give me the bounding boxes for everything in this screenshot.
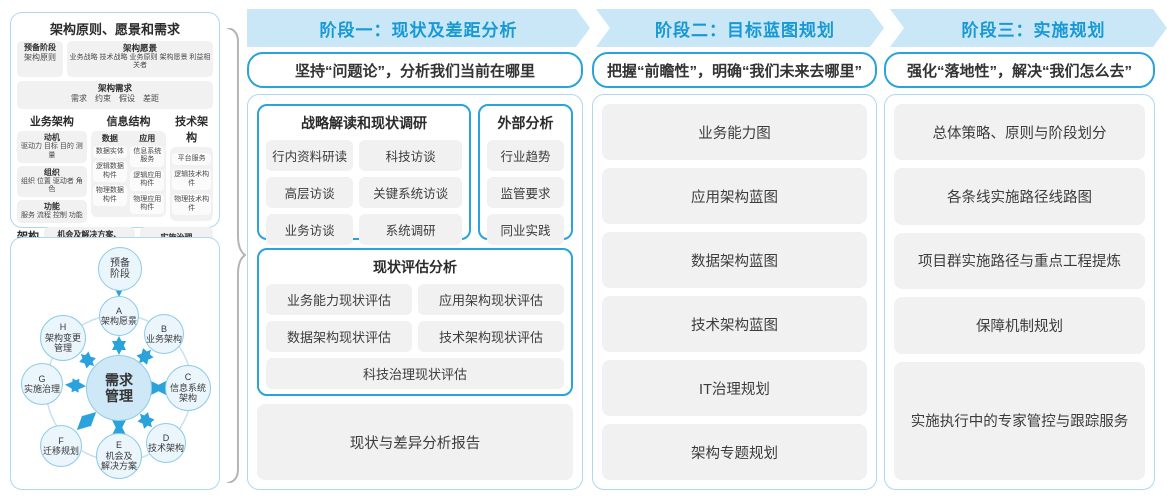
external-item: 监管要求 xyxy=(487,177,564,208)
prep-title: 预备阶段 xyxy=(24,43,56,52)
assessment-box: 现状评估分析 业务能力现状评估 应用架构现状评估 数据架构现状评估 技术架构现状… xyxy=(257,248,573,396)
technology-column: 技术架构 平台服务 逻辑技术构件 物理技术构件 xyxy=(170,113,213,223)
blueprint-item: IT治理规划 xyxy=(602,360,867,416)
strategy-item: 业务访谈 xyxy=(266,214,354,245)
phase3-container: 总体策略、原则与阶段划分 各条线实施路径线路图 项目群实施路径与重点工程提炼 保… xyxy=(884,94,1155,490)
information-column: 信息结构 数据 数据实体 逻辑数据构件 物理数据构件 应用 信息系统服务 逻辑应… xyxy=(90,113,167,223)
node-c-infosys: C 信息系统 架构 xyxy=(165,365,211,411)
data-item: 数据实体 xyxy=(92,146,128,159)
vision-sub: 业务战略 技术战略 业务原则 架构愿景 利益相关者 xyxy=(69,53,211,70)
function-box: 功能 服务 流程 控制 功能 xyxy=(17,200,87,223)
node-e-solutions: E 机会及 解决方案 xyxy=(96,433,142,479)
motivation-box: 动机 驱动力 目标 目的 测量 xyxy=(17,131,87,163)
blueprint-item: 架构专题规划 xyxy=(602,424,867,480)
strategy-item: 科技访谈 xyxy=(359,140,462,171)
implementation-item: 保障机制规划 xyxy=(894,297,1145,354)
strategy-research-title: 战略解读和现状调研 xyxy=(301,115,427,131)
vision-title: 架构愿景 xyxy=(122,43,157,53)
assessment-title: 现状评估分析 xyxy=(373,259,457,275)
phase1-container: 战略解读和现状调研 行内资料研读 科技访谈 高层访谈 关键系统访谈 业务访谈 系… xyxy=(247,94,583,490)
external-item: 行业趋势 xyxy=(487,140,564,171)
node-f-migration: F 迁移规划 xyxy=(40,425,82,467)
assessment-item: 数据架构现状评估 xyxy=(266,321,412,352)
brace-connector xyxy=(227,28,246,483)
external-analysis-title: 外部分析 xyxy=(497,115,554,131)
assessment-item: 技术架构现状评估 xyxy=(418,321,564,352)
phase1-band: 阶段一：现状及差距分析 xyxy=(247,9,590,47)
data-item: 逻辑数据构件 xyxy=(92,161,128,183)
organization-sub: 组织 位置 驱动者 角色 xyxy=(20,177,83,194)
business-arch-column: 业务架构 动机 驱动力 目标 目的 测量 组织 组织 位置 驱动者 角色 功能 … xyxy=(17,113,87,223)
gap-report-box: 现状与差异分析报告 xyxy=(257,404,573,480)
node-d-technology: D 技术架构 xyxy=(146,423,186,463)
node-g-governance: G 实施治理 xyxy=(21,363,63,405)
organization-title: 组织 xyxy=(43,167,60,177)
node-h-change: H 架构变更 管理 xyxy=(40,315,86,361)
requirements-box: 架构需求 需求 约束 假设 差距 xyxy=(17,81,213,109)
implementation-item: 总体策略、原则与阶段划分 xyxy=(894,104,1145,161)
phase3-header: 阶段三：实施规划 xyxy=(961,20,1106,40)
node-b-business: B 业务架构 xyxy=(144,314,184,354)
strategy-item: 关键系统访谈 xyxy=(359,177,462,208)
phase2-subtitle: 把握“前瞻性”，明确“我们未来去哪里” xyxy=(592,52,877,88)
vision-box: 架构愿景 业务战略 技术战略 业务原则 架构愿景 利益相关者 xyxy=(67,41,213,77)
data-subcolumn: 数据 数据实体 逻辑数据构件 物理数据构件 xyxy=(92,134,128,214)
tech-item: 逻辑技术构件 xyxy=(172,169,211,191)
node-requirements: 需求 管理 xyxy=(86,355,152,421)
organization-box: 组织 组织 位置 驱动者 角色 xyxy=(17,165,87,197)
blueprint-item: 数据架构蓝图 xyxy=(602,232,867,288)
phase1-header: 阶段一：现状及差距分析 xyxy=(319,20,518,40)
strategy-item: 系统调研 xyxy=(359,214,462,245)
app-item: 逻辑应用构件 xyxy=(130,169,165,191)
function-sub: 服务 流程 控制 功能 xyxy=(20,212,83,219)
business-arch-header: 业务架构 xyxy=(29,116,74,128)
technology-header: 技术架构 xyxy=(175,116,209,144)
implementation-item: 项目群实施路径与重点工程提炼 xyxy=(894,232,1145,290)
application-subcolumn: 应用 信息系统服务 逻辑应用构件 物理应用构件 xyxy=(130,134,165,215)
node-preliminary: 预备 阶段 xyxy=(98,247,142,291)
blueprint-item: 业务能力图 xyxy=(602,104,867,160)
requirements-title: 架构需求 xyxy=(97,83,132,93)
phase1-subtitle: 坚持“问题论”，分析我们当前在哪里 xyxy=(247,52,583,88)
panel-title: 架构原则、愿景和需求 xyxy=(49,22,180,37)
architecture-principles-panel: 架构原则、愿景和需求 预备阶段 架构原则 架构愿景 业务战略 技术战略 业务原则… xyxy=(10,12,220,263)
phase3-band: 阶段三：实施规划 xyxy=(890,9,1167,47)
strategy-research-box: 战略解读和现状调研 行内资料研读 科技访谈 高层访谈 关键系统访谈 业务访谈 系… xyxy=(257,104,471,245)
prep-sub: 架构原则 xyxy=(24,53,56,62)
data-item: 物理数据构件 xyxy=(92,185,128,206)
app-item: 物理应用构件 xyxy=(130,193,165,215)
strategy-item: 行内资料研读 xyxy=(266,140,354,171)
implementation-item: 各条线实施路径线路图 xyxy=(894,168,1145,225)
external-analysis-box: 外部分析 行业趋势 监管要求 同业实践 xyxy=(478,104,573,245)
requirements-sub: 需求 约束 假设 差距 xyxy=(71,93,159,103)
node-a-vision: A 架构愿景 xyxy=(99,296,139,336)
assessment-item: 业务能力现状评估 xyxy=(266,284,412,315)
tech-item: 平台服务 xyxy=(172,153,211,166)
motivation-title: 动机 xyxy=(43,133,60,142)
information-header: 信息结构 xyxy=(106,116,151,128)
blueprint-item: 应用架构蓝图 xyxy=(602,168,867,224)
application-label: 应用 xyxy=(139,134,156,143)
app-item: 信息系统服务 xyxy=(130,146,165,167)
external-item: 同业实践 xyxy=(487,214,564,245)
assessment-item: 应用架构现状评估 xyxy=(418,284,564,315)
phase3-subtitle: 强化“落地性”，解决“我们怎么去” xyxy=(884,52,1155,88)
blueprint-item: 技术架构蓝图 xyxy=(602,296,867,352)
implementation-item-tall: 实施执行中的专家管控与跟踪服务 xyxy=(894,361,1145,480)
prep-phase-box: 预备阶段 架构原则 xyxy=(17,41,63,77)
phase2-band: 阶段二：目标蓝图规划 xyxy=(596,9,884,47)
function-title: 功能 xyxy=(43,202,60,211)
adm-cycle-panel: 预备 阶段 A 架构愿景 B 业务架构 H 架构变更 管理 C 信息系统 架构 … xyxy=(10,237,220,490)
data-label: 数据 xyxy=(101,134,118,143)
assessment-item-full: 科技治理现状评估 xyxy=(266,358,564,389)
motivation-sub: 驱动力 目标 目的 测量 xyxy=(20,143,83,159)
phase2-header: 阶段二：目标蓝图规划 xyxy=(655,20,835,40)
phase2-container: 业务能力图 应用架构蓝图 数据架构蓝图 技术架构蓝图 IT治理规划 架构专题规划 xyxy=(592,94,877,490)
tech-item: 物理技术构件 xyxy=(172,194,211,215)
strategy-item: 高层访谈 xyxy=(266,177,354,208)
